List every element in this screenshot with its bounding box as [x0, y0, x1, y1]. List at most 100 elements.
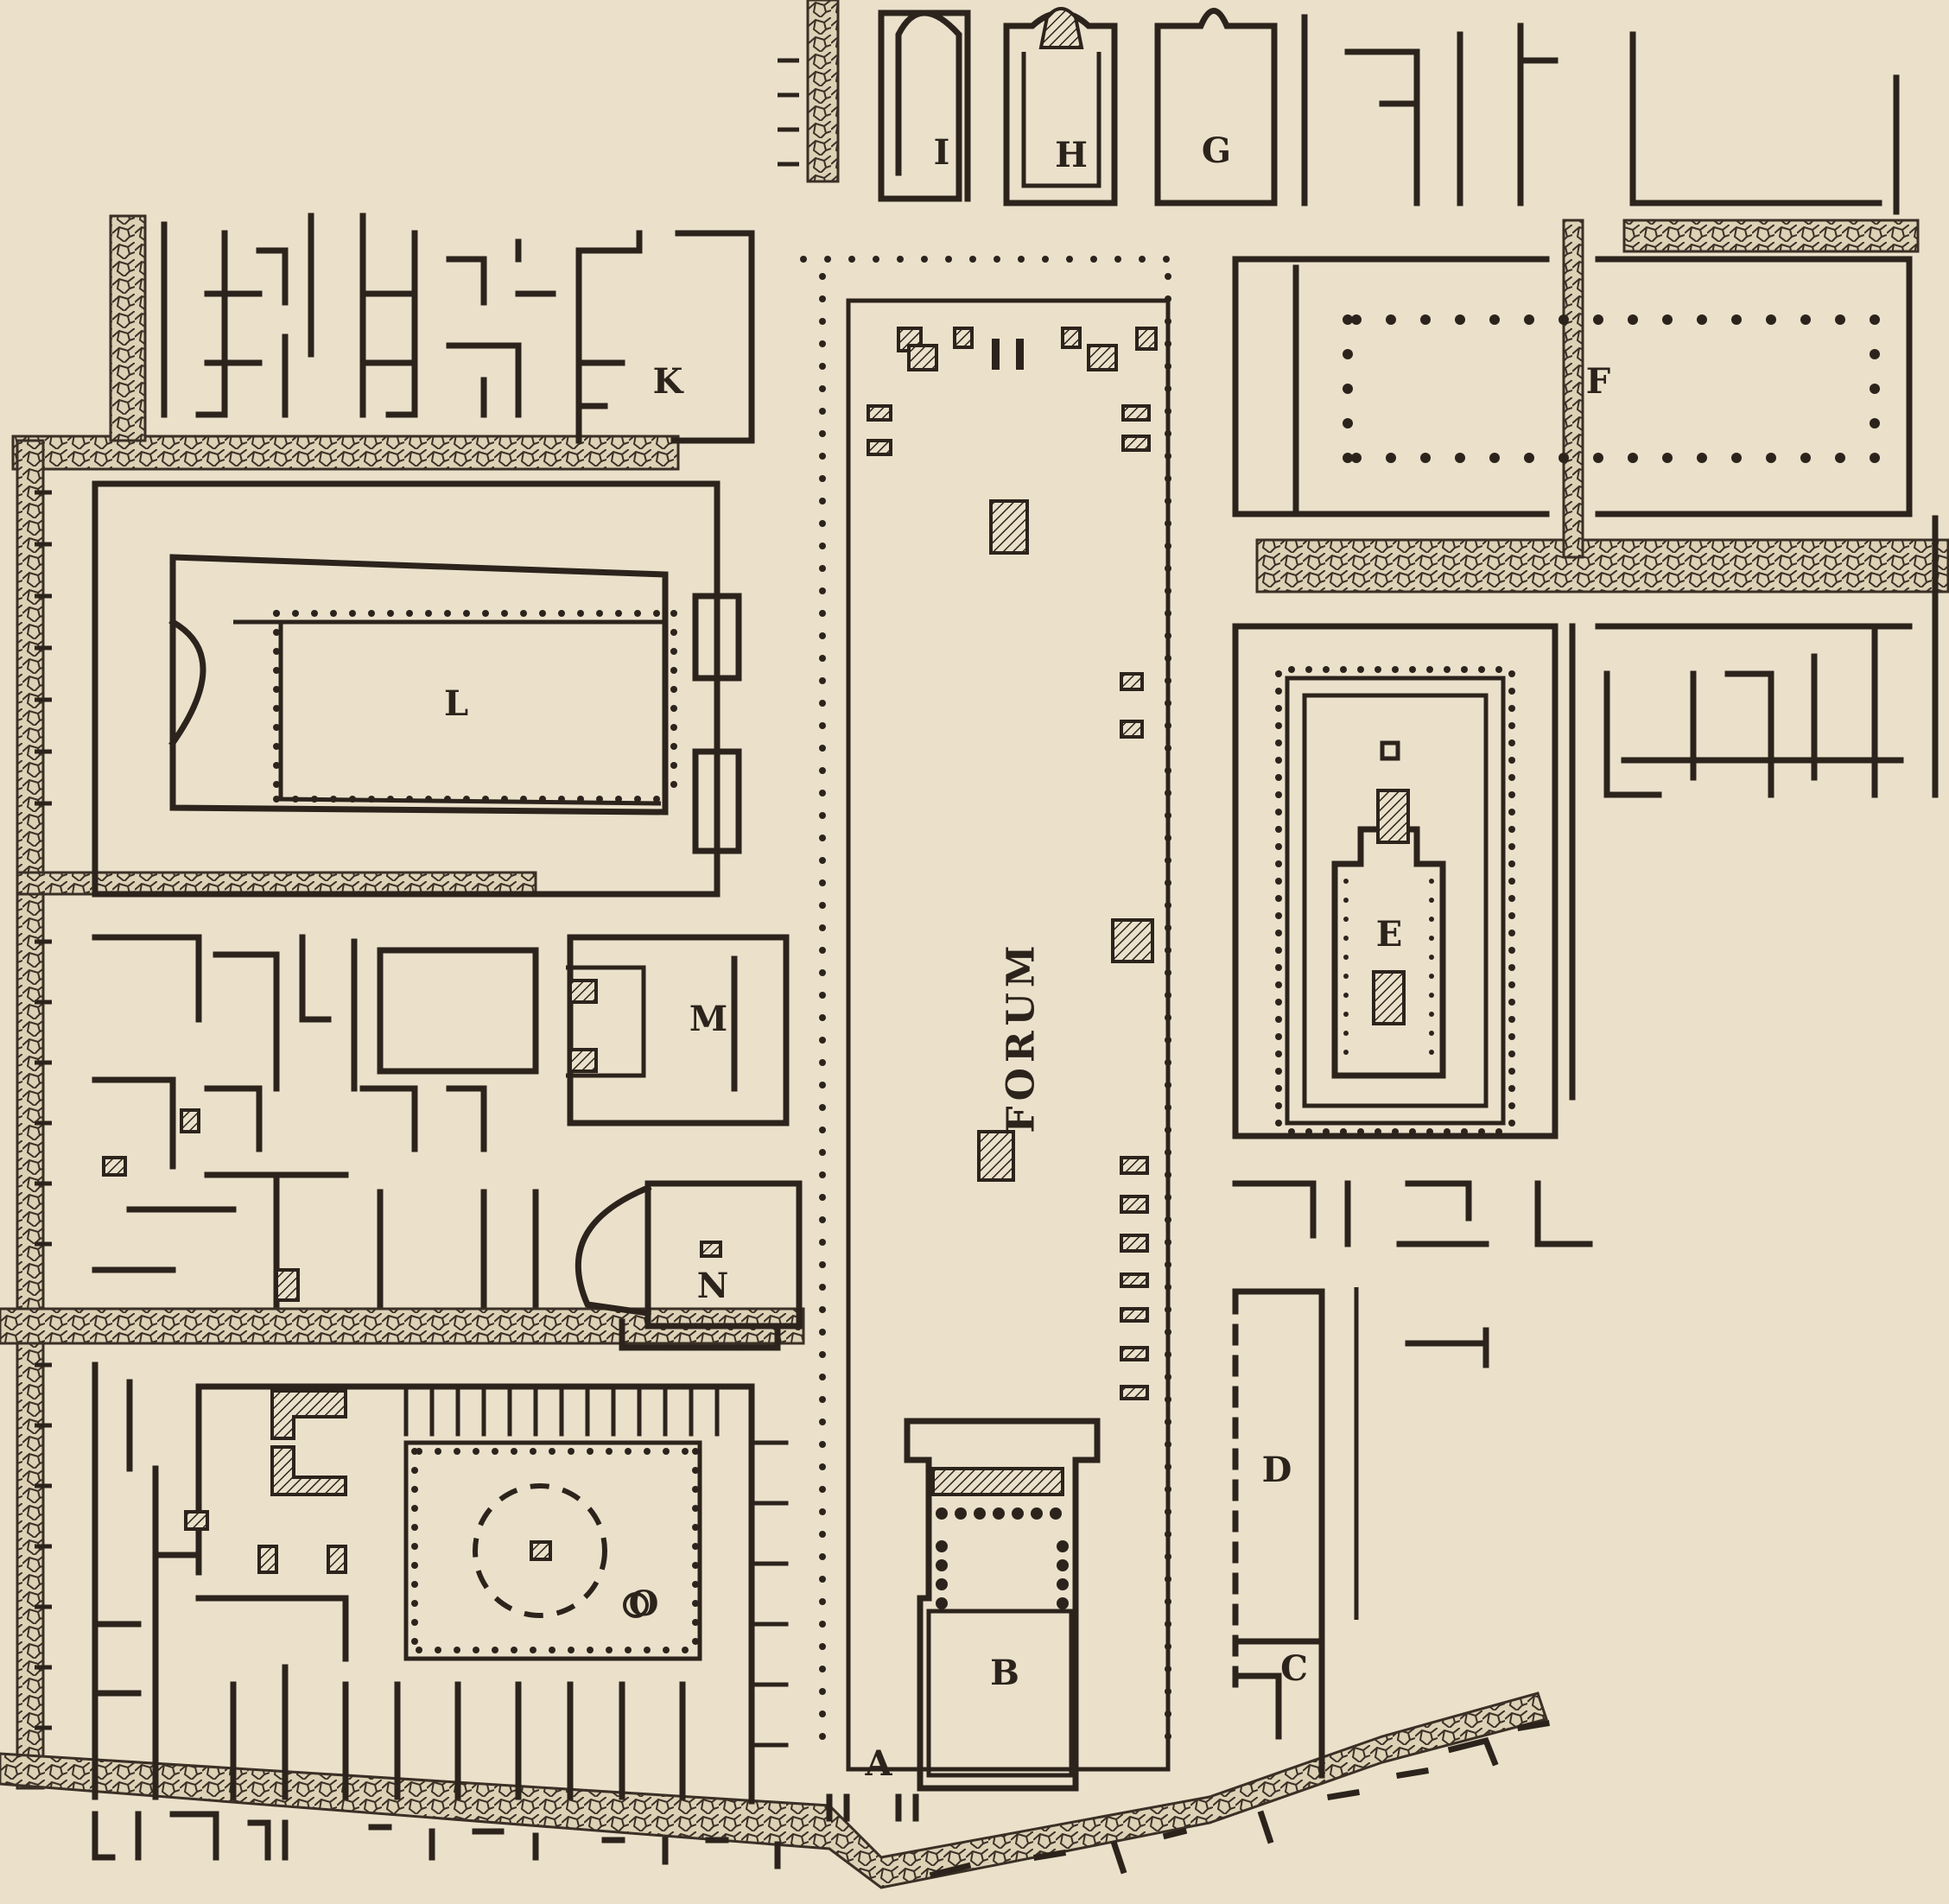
- building-C[interactable]: C: [1232, 1638, 1325, 1740]
- column-dot: [819, 1082, 826, 1088]
- south-edge-stubs: [92, 1719, 1551, 1879]
- column-dot: [819, 1418, 826, 1425]
- column-dot: [819, 969, 826, 976]
- column-dot: [463, 796, 470, 803]
- label-G: G: [1202, 130, 1231, 171]
- column-dot: [653, 610, 660, 617]
- building-O[interactable]: O: [195, 1383, 755, 1805]
- column-dot: [1343, 418, 1353, 428]
- column-dot: [411, 1467, 418, 1474]
- column-dot: [1165, 947, 1171, 954]
- column-dot: [1165, 1104, 1171, 1111]
- column-dot: [1165, 1531, 1171, 1538]
- column-dot: [1628, 453, 1638, 463]
- column-dot: [1323, 666, 1330, 673]
- column-dot: [819, 655, 826, 662]
- column-dot: [1508, 722, 1515, 729]
- column-dot: [670, 724, 677, 731]
- column-dot: [549, 1448, 555, 1455]
- column-dot: [921, 256, 928, 263]
- column-dot: [615, 796, 622, 803]
- column-dot: [1343, 955, 1349, 960]
- building-M[interactable]: M: [566, 934, 790, 1127]
- entrance-A[interactable]: A: [826, 1743, 919, 1822]
- column-dot: [819, 632, 826, 639]
- column-dot: [1165, 385, 1171, 392]
- street-east-upper: [1622, 219, 1920, 253]
- column-dot: [1090, 256, 1097, 263]
- column-dot: [1489, 453, 1500, 463]
- column-dot: [1165, 1059, 1171, 1066]
- column-dot: [1165, 610, 1171, 617]
- column-dot: [819, 1508, 826, 1515]
- column-dot: [273, 629, 280, 636]
- column-dot: [387, 610, 394, 617]
- column-dot: [819, 430, 826, 437]
- building-H[interactable]: H: [1003, 7, 1118, 206]
- column-dot: [1165, 767, 1171, 774]
- column-dot: [692, 1543, 699, 1550]
- column-dot: [1165, 363, 1171, 370]
- forum-area[interactable]: FORUM: [800, 256, 1171, 1772]
- column-dot: [1275, 999, 1282, 1006]
- column-dot: [1478, 1128, 1485, 1135]
- column-dot: [1275, 1102, 1282, 1109]
- column-dot: [444, 610, 451, 617]
- column-dot: [670, 667, 677, 674]
- column-dot: [1275, 843, 1282, 850]
- column-dot: [1766, 314, 1776, 325]
- building-E[interactable]: E: [1232, 623, 1559, 1139]
- column-dot: [368, 796, 375, 803]
- column-dot: [273, 724, 280, 731]
- column-dot: [1165, 992, 1171, 999]
- column-dot: [1275, 947, 1282, 954]
- column-dot: [1275, 981, 1282, 988]
- column-dot: [1870, 453, 1880, 463]
- column-dot: [1343, 1012, 1349, 1017]
- building-N[interactable]: N: [575, 1180, 803, 1351]
- column-dot: [1066, 256, 1073, 263]
- column-dot: [1288, 1128, 1295, 1135]
- column-dot: [1165, 1351, 1171, 1358]
- column-dot: [819, 1486, 826, 1493]
- column-dot: [1057, 1578, 1069, 1590]
- column-dot: [1165, 655, 1171, 662]
- label-N: N: [697, 1266, 729, 1306]
- column-dot: [1165, 1441, 1171, 1448]
- column-dot: [1508, 860, 1515, 867]
- column-dot: [1275, 930, 1282, 936]
- column-dot: [1593, 314, 1603, 325]
- building-F[interactable]: F: [1232, 256, 1913, 517]
- column-dot: [1697, 314, 1707, 325]
- building-B[interactable]: B: [904, 1418, 1101, 1792]
- column-dot: [615, 610, 622, 617]
- building-D[interactable]: D: [1232, 1287, 1359, 1779]
- column-dot: [425, 796, 432, 803]
- column-dot: [1386, 314, 1396, 325]
- column-dot: [1420, 453, 1431, 463]
- building-G[interactable]: G: [1154, 8, 1278, 206]
- column-dot: [1042, 256, 1049, 263]
- column-dot: [692, 1600, 699, 1607]
- column-dot: [1165, 430, 1171, 437]
- column-dot: [670, 705, 677, 712]
- column-dot: [670, 610, 677, 617]
- building-I[interactable]: I: [878, 10, 971, 202]
- column-dot: [682, 1448, 689, 1455]
- column-dot: [1275, 1033, 1282, 1040]
- column-dot: [273, 743, 280, 750]
- column-dot: [1165, 1643, 1171, 1650]
- column-dot: [1050, 1507, 1062, 1520]
- column-dot: [897, 256, 904, 263]
- column-dot: [1343, 1050, 1349, 1055]
- column-dot: [1165, 1621, 1171, 1628]
- tholos-circle: [473, 1483, 607, 1618]
- building-L[interactable]: L: [92, 480, 742, 898]
- column-dot: [596, 796, 603, 803]
- column-dot: [1392, 666, 1399, 673]
- column-dot: [273, 686, 280, 693]
- column-dot: [1275, 688, 1282, 695]
- building-K[interactable]: K: [575, 230, 755, 444]
- column-dot: [819, 1441, 826, 1448]
- column-dot: [1165, 879, 1171, 886]
